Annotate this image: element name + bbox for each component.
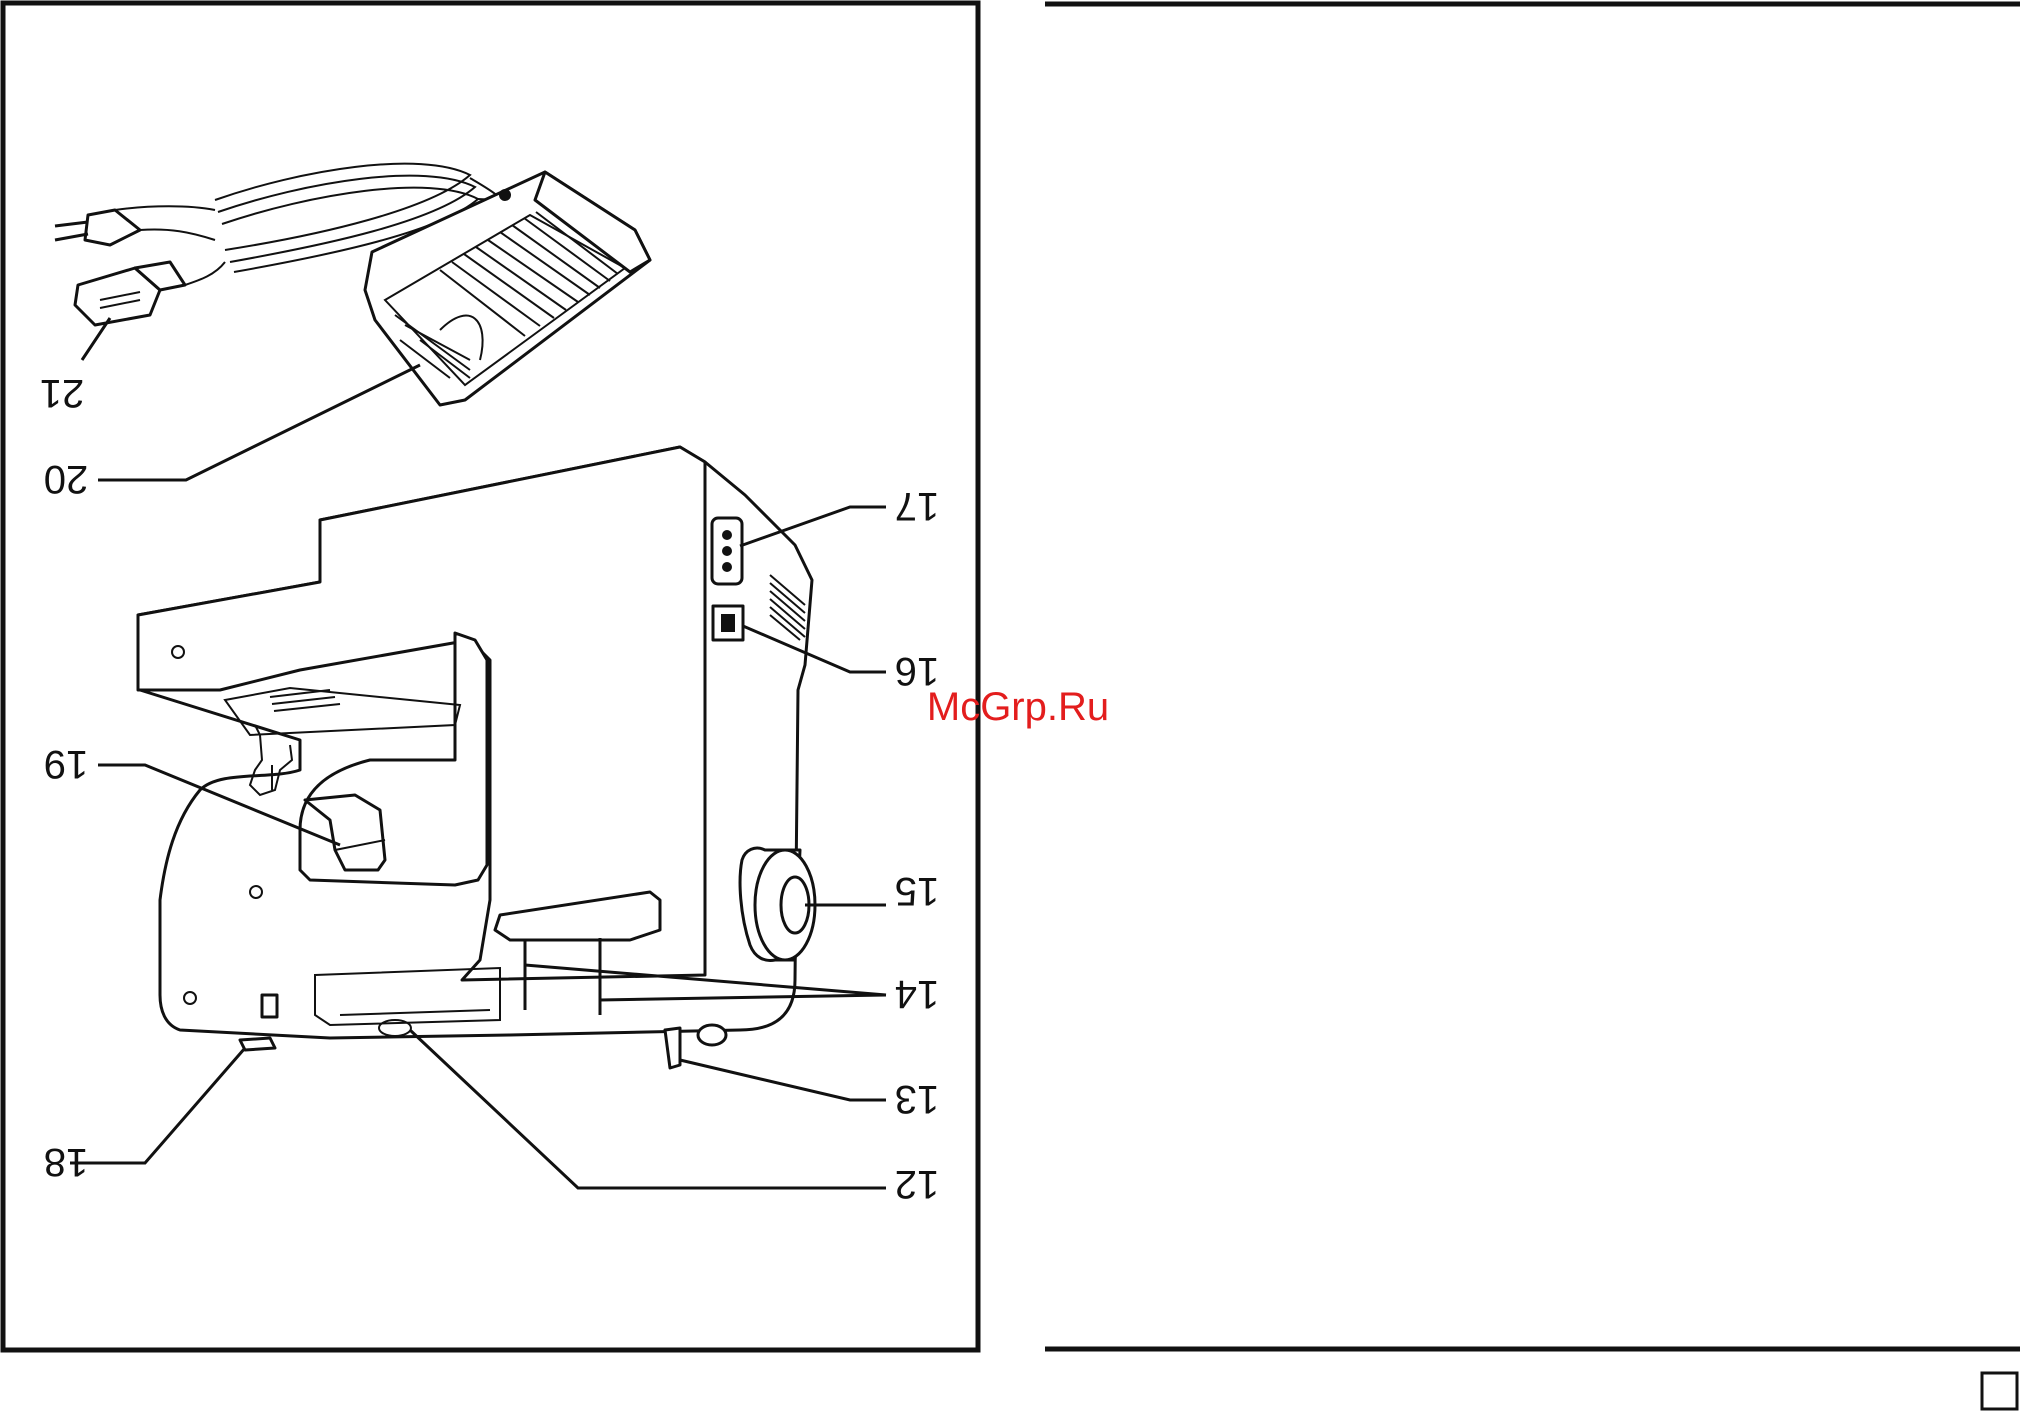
callout-20: 20: [44, 457, 89, 501]
hand-wheel: [740, 848, 815, 960]
leader-12: [410, 1030, 886, 1188]
callout-21: 21: [40, 371, 85, 415]
machine-connector: [75, 262, 225, 325]
callout-14: 14: [895, 972, 940, 1016]
callout-15: 15: [895, 869, 940, 913]
watermark: McGrp.Ru: [927, 685, 1109, 729]
leader-20: [98, 365, 420, 480]
callout-13: 13: [895, 1077, 940, 1121]
callout-18: 18: [44, 1140, 89, 1184]
leader-18: [70, 1048, 245, 1163]
power-switch-panel: [712, 518, 743, 640]
foot-pedal-assembly: [55, 164, 650, 405]
callout-12: 12: [895, 1162, 940, 1206]
callout-17: 17: [895, 484, 940, 528]
page-number-box: [1982, 1373, 2017, 1409]
leader-13: [680, 1060, 886, 1100]
mains-plug: [55, 206, 215, 245]
sewing-machine-rear-view: [138, 447, 815, 1068]
callout-19: 19: [44, 742, 89, 786]
